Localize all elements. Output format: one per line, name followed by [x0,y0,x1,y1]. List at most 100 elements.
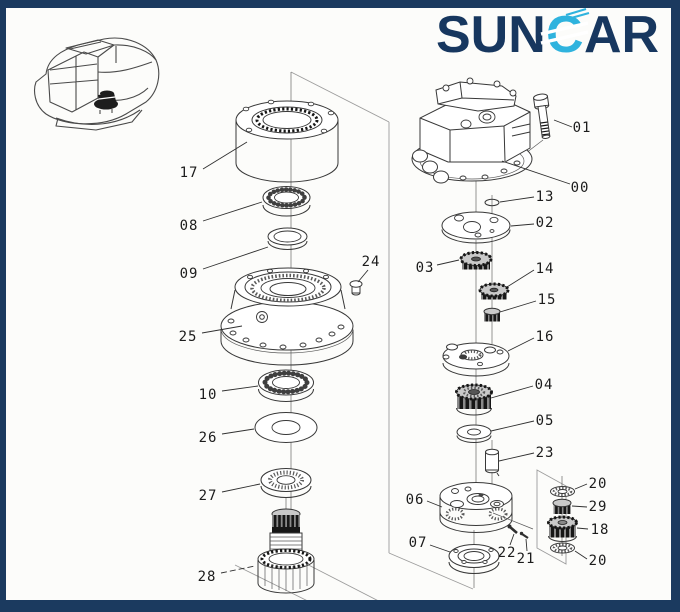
callout-leader-03-13 [436,259,460,266]
callout-label-22-22: 22 [498,545,517,561]
callout-label-09-2: 09 [180,266,199,282]
callout-label-15-15: 15 [538,292,557,308]
callout-label-04-17: 04 [535,377,554,393]
callout-label-17-0: 17 [180,165,199,181]
callout-label-20-24: 20 [589,476,608,492]
part-25-gear-housing [220,267,354,366]
part-09-seal-ring [267,227,308,250]
callout-leader-28-8 [220,565,256,574]
callout-label-07-21: 07 [409,535,428,551]
callout-leader-09-2 [202,246,269,270]
callout-leader-02-12 [510,223,535,227]
logo-c-stripes [540,21,589,45]
part-18-gear [547,515,578,542]
suncar-logo: SUN C AR [436,6,659,64]
part-08-ball-bearing [262,186,311,217]
frame-top [0,0,680,8]
part-10-ball-bearing [258,369,314,402]
callout-leader-23-19 [498,452,535,462]
callout-leader-24-4 [357,269,369,283]
part-13-o-ring [484,198,500,207]
callout-leader-15-15 [499,300,537,313]
callout-label-23-19: 23 [536,445,555,461]
part-00-swing-motor-assembly [411,77,533,184]
callout-label-21-23: 21 [517,551,536,567]
frame-right [671,0,680,612]
callout-leader-17-0 [202,141,248,170]
motor-ports [412,149,449,184]
callout-leader-08-1 [202,201,263,222]
part-05-washer [456,424,492,443]
callout-label-00-10: 00 [571,180,590,196]
callout-label-10-5: 10 [199,387,218,403]
excavator-sketch [34,37,160,131]
frame-bottom [0,600,680,612]
callout-leader-18-26 [576,527,589,530]
callout-leader-29-25 [571,505,588,508]
callout-leader-01-9 [553,119,573,128]
part-27-bearing-race [260,468,312,498]
callout-label-29-25: 29 [589,499,608,515]
callout-label-16-16: 16 [536,329,555,345]
callout-leader-05-18 [490,420,535,432]
part-14-planet-gear [478,282,510,300]
excavator-swing-motor-mark [94,90,118,114]
callout-layer: 17 08 09 25 24 10 26 27 28 01 00 13 02 03 14 15 16 04 05 23… [179,119,610,585]
logo-sun: SUN [436,6,546,64]
part-03-planet-gear [459,251,493,270]
callout-label-14-14: 14 [536,261,555,277]
callout-leader-13-11 [499,196,535,203]
carrier-to-pins-line [492,512,534,530]
part-22-pin [507,524,518,534]
callout-label-02-12: 02 [536,215,555,231]
part-20-washer-top [550,486,575,497]
sub-panel-outline [536,469,567,565]
callout-label-08-1: 08 [180,218,199,234]
callout-label-06-20: 06 [406,492,425,508]
part-26-thrust-washer [254,412,318,443]
callout-leader-25-3 [201,325,243,334]
part-29-gear [552,498,572,514]
part-06-carrier-assembly [439,482,513,533]
callout-label-01-9: 01 [573,120,592,136]
callout-leader-20-24 [574,483,588,490]
callout-label-28-8: 28 [198,569,217,585]
callout-leader-07-21 [429,544,451,553]
callout-label-24-4: 24 [362,254,381,270]
part-15-spline-coupling [483,307,501,322]
callout-label-26-6: 26 [199,430,218,446]
part-23-pin [485,448,500,477]
part-20-washer-bottom [550,542,575,554]
part-16-planet-carrier [442,342,510,377]
callout-label-25-3: 25 [179,329,198,345]
callout-leader-27-7 [221,483,261,493]
part-24-plug [349,280,363,296]
callout-leader-06-20 [426,500,443,508]
callout-leader-26-6 [221,428,255,435]
part-17-ring-gear [235,99,339,183]
callout-label-13-11: 13 [536,189,555,205]
logo-swoosh-icon [563,7,590,22]
part-28-pinion-shaft [257,508,315,594]
callout-leader-00-10 [501,160,571,185]
callout-label-20-27: 20 [589,553,608,569]
part-21-pin [519,531,529,539]
part-04-sun-gear [455,383,493,416]
callout-label-05-18: 05 [536,413,555,429]
callout-label-03-13: 03 [416,260,435,276]
axis-lines [285,139,563,588]
frame-left [0,0,6,612]
callout-label-27-7: 27 [199,488,218,504]
part-01-socket-bolt [532,93,551,139]
logo-ar: AR [584,6,659,64]
callout-label-18-26: 18 [591,522,610,538]
callout-leader-04-17 [490,385,534,399]
part-07-cover-flange [448,544,500,574]
callout-leader-21-23 [525,538,528,552]
part-02-thrust-plate [441,211,511,244]
callout-leader-10-5 [221,385,259,392]
callout-leader-14-14 [506,269,535,288]
